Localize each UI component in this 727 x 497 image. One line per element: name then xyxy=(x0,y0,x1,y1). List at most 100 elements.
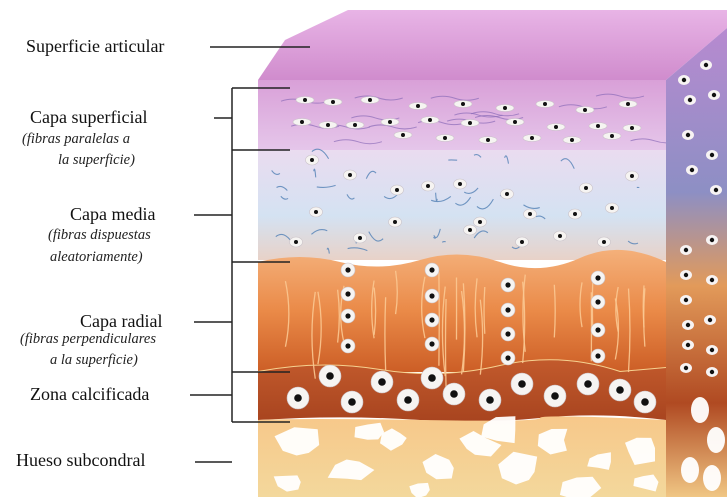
radial-column-chondrocyte xyxy=(501,278,515,292)
cell-nucleus xyxy=(461,102,465,106)
cell-nucleus xyxy=(326,372,334,380)
calcified-zone-chondrocyte xyxy=(577,373,599,395)
cell-nucleus xyxy=(714,188,718,192)
cell-nucleus xyxy=(554,125,558,129)
label-radial-layer: Capa radial xyxy=(80,311,162,332)
side-chondrocyte xyxy=(708,90,720,100)
middle-chondrocyte xyxy=(524,209,537,219)
radial-column-chondrocyte xyxy=(591,295,605,309)
cell-nucleus xyxy=(712,93,716,97)
cell-nucleus xyxy=(348,398,356,406)
cell-nucleus xyxy=(395,188,399,192)
calcified-zone-chondrocyte xyxy=(443,383,465,405)
cell-nucleus xyxy=(486,396,494,404)
radial-column-chondrocyte xyxy=(341,309,355,323)
cell-nucleus xyxy=(505,192,509,196)
cell-nucleus xyxy=(630,174,634,178)
calcified-zone-chondrocyte xyxy=(609,379,631,401)
side-chondrocyte xyxy=(706,345,718,355)
cell-nucleus xyxy=(610,206,614,210)
calcified-zone-chondrocyte xyxy=(371,371,393,393)
middle-chondrocyte xyxy=(344,170,357,180)
radial-column-chondrocyte xyxy=(591,271,605,285)
radial-column-chondrocyte xyxy=(501,327,515,341)
radial-column-chondrocyte xyxy=(501,303,515,317)
side-chondrocyte xyxy=(680,270,692,280)
cell-nucleus xyxy=(468,228,472,232)
cell-nucleus xyxy=(595,327,600,332)
label-superficial-layer-note-2: la superficie) xyxy=(58,152,135,169)
middle-chondrocyte xyxy=(389,217,402,227)
flattened-chondrocyte xyxy=(293,119,311,126)
flattened-chondrocyte xyxy=(576,107,594,114)
side-bone-space xyxy=(703,465,721,491)
cell-nucleus xyxy=(710,348,714,352)
flattened-chondrocyte xyxy=(589,123,607,130)
calcified-zone-chondrocyte xyxy=(479,389,501,411)
calcified-zone-chondrocyte xyxy=(397,389,419,411)
flattened-chondrocyte xyxy=(523,135,541,142)
flattened-chondrocyte xyxy=(603,133,621,140)
cell-nucleus xyxy=(528,212,532,216)
cell-nucleus xyxy=(595,299,600,304)
cell-nucleus xyxy=(630,126,634,130)
radial-column-chondrocyte xyxy=(591,323,605,337)
flattened-chondrocyte xyxy=(623,125,641,132)
side-chondrocyte xyxy=(682,320,694,330)
cell-nucleus xyxy=(401,133,405,137)
middle-chondrocyte xyxy=(516,237,529,247)
cell-nucleus xyxy=(378,378,386,386)
middle-chondrocyte xyxy=(306,155,319,165)
label-middle-layer-note-1: (fibras dispuestas xyxy=(48,227,151,244)
cell-nucleus xyxy=(345,343,350,348)
cell-nucleus xyxy=(595,353,600,358)
cell-nucleus xyxy=(710,238,714,242)
cell-nucleus xyxy=(573,212,577,216)
cell-nucleus xyxy=(686,323,690,327)
articular-surface-top xyxy=(258,10,727,80)
side-bone-space xyxy=(691,397,709,423)
cell-nucleus xyxy=(426,184,430,188)
cell-nucleus xyxy=(388,120,392,124)
middle-chondrocyte xyxy=(354,233,367,243)
cell-nucleus xyxy=(348,173,352,177)
cell-nucleus xyxy=(558,234,562,238)
flattened-chondrocyte xyxy=(346,122,364,129)
cell-nucleus xyxy=(478,220,482,224)
cell-nucleus xyxy=(616,386,624,394)
cell-nucleus xyxy=(345,267,350,272)
cell-nucleus xyxy=(294,394,302,402)
side-bone-space xyxy=(681,457,699,483)
cell-nucleus xyxy=(602,240,606,244)
middle-chondrocyte xyxy=(598,237,611,247)
cell-nucleus xyxy=(530,136,534,140)
calcified-zone-chondrocyte xyxy=(341,391,363,413)
flattened-chondrocyte xyxy=(619,101,637,108)
flattened-chondrocyte xyxy=(324,99,342,106)
flattened-chondrocyte xyxy=(319,122,337,129)
cell-nucleus xyxy=(450,390,458,398)
cell-nucleus xyxy=(428,118,432,122)
label-superficial-layer: Capa superficial xyxy=(30,107,147,128)
side-chondrocyte xyxy=(686,165,698,175)
label-articular-surface: Superficie articular xyxy=(26,36,164,57)
label-superficial-layer-note-1: (fibras paralelas a xyxy=(22,131,130,148)
calcified-zone-chondrocyte xyxy=(287,387,309,409)
cell-nucleus xyxy=(688,98,692,102)
label-radial-layer-note-2: a la superficie) xyxy=(50,352,138,369)
side-bone-space xyxy=(707,427,725,453)
radial-column-chondrocyte xyxy=(501,351,515,365)
middle-chondrocyte xyxy=(422,181,435,191)
flattened-chondrocyte xyxy=(381,119,399,126)
cell-nucleus xyxy=(710,278,714,282)
label-middle-layer: Capa media xyxy=(70,204,155,225)
middle-chondrocyte xyxy=(580,183,593,193)
side-chondrocyte xyxy=(682,130,694,140)
cell-nucleus xyxy=(368,98,372,102)
side-chondrocyte xyxy=(678,75,690,85)
radial-column-chondrocyte xyxy=(425,263,439,277)
cell-nucleus xyxy=(684,298,688,302)
cell-nucleus xyxy=(314,210,318,214)
side-chondrocyte xyxy=(706,275,718,285)
cell-nucleus xyxy=(584,380,592,388)
